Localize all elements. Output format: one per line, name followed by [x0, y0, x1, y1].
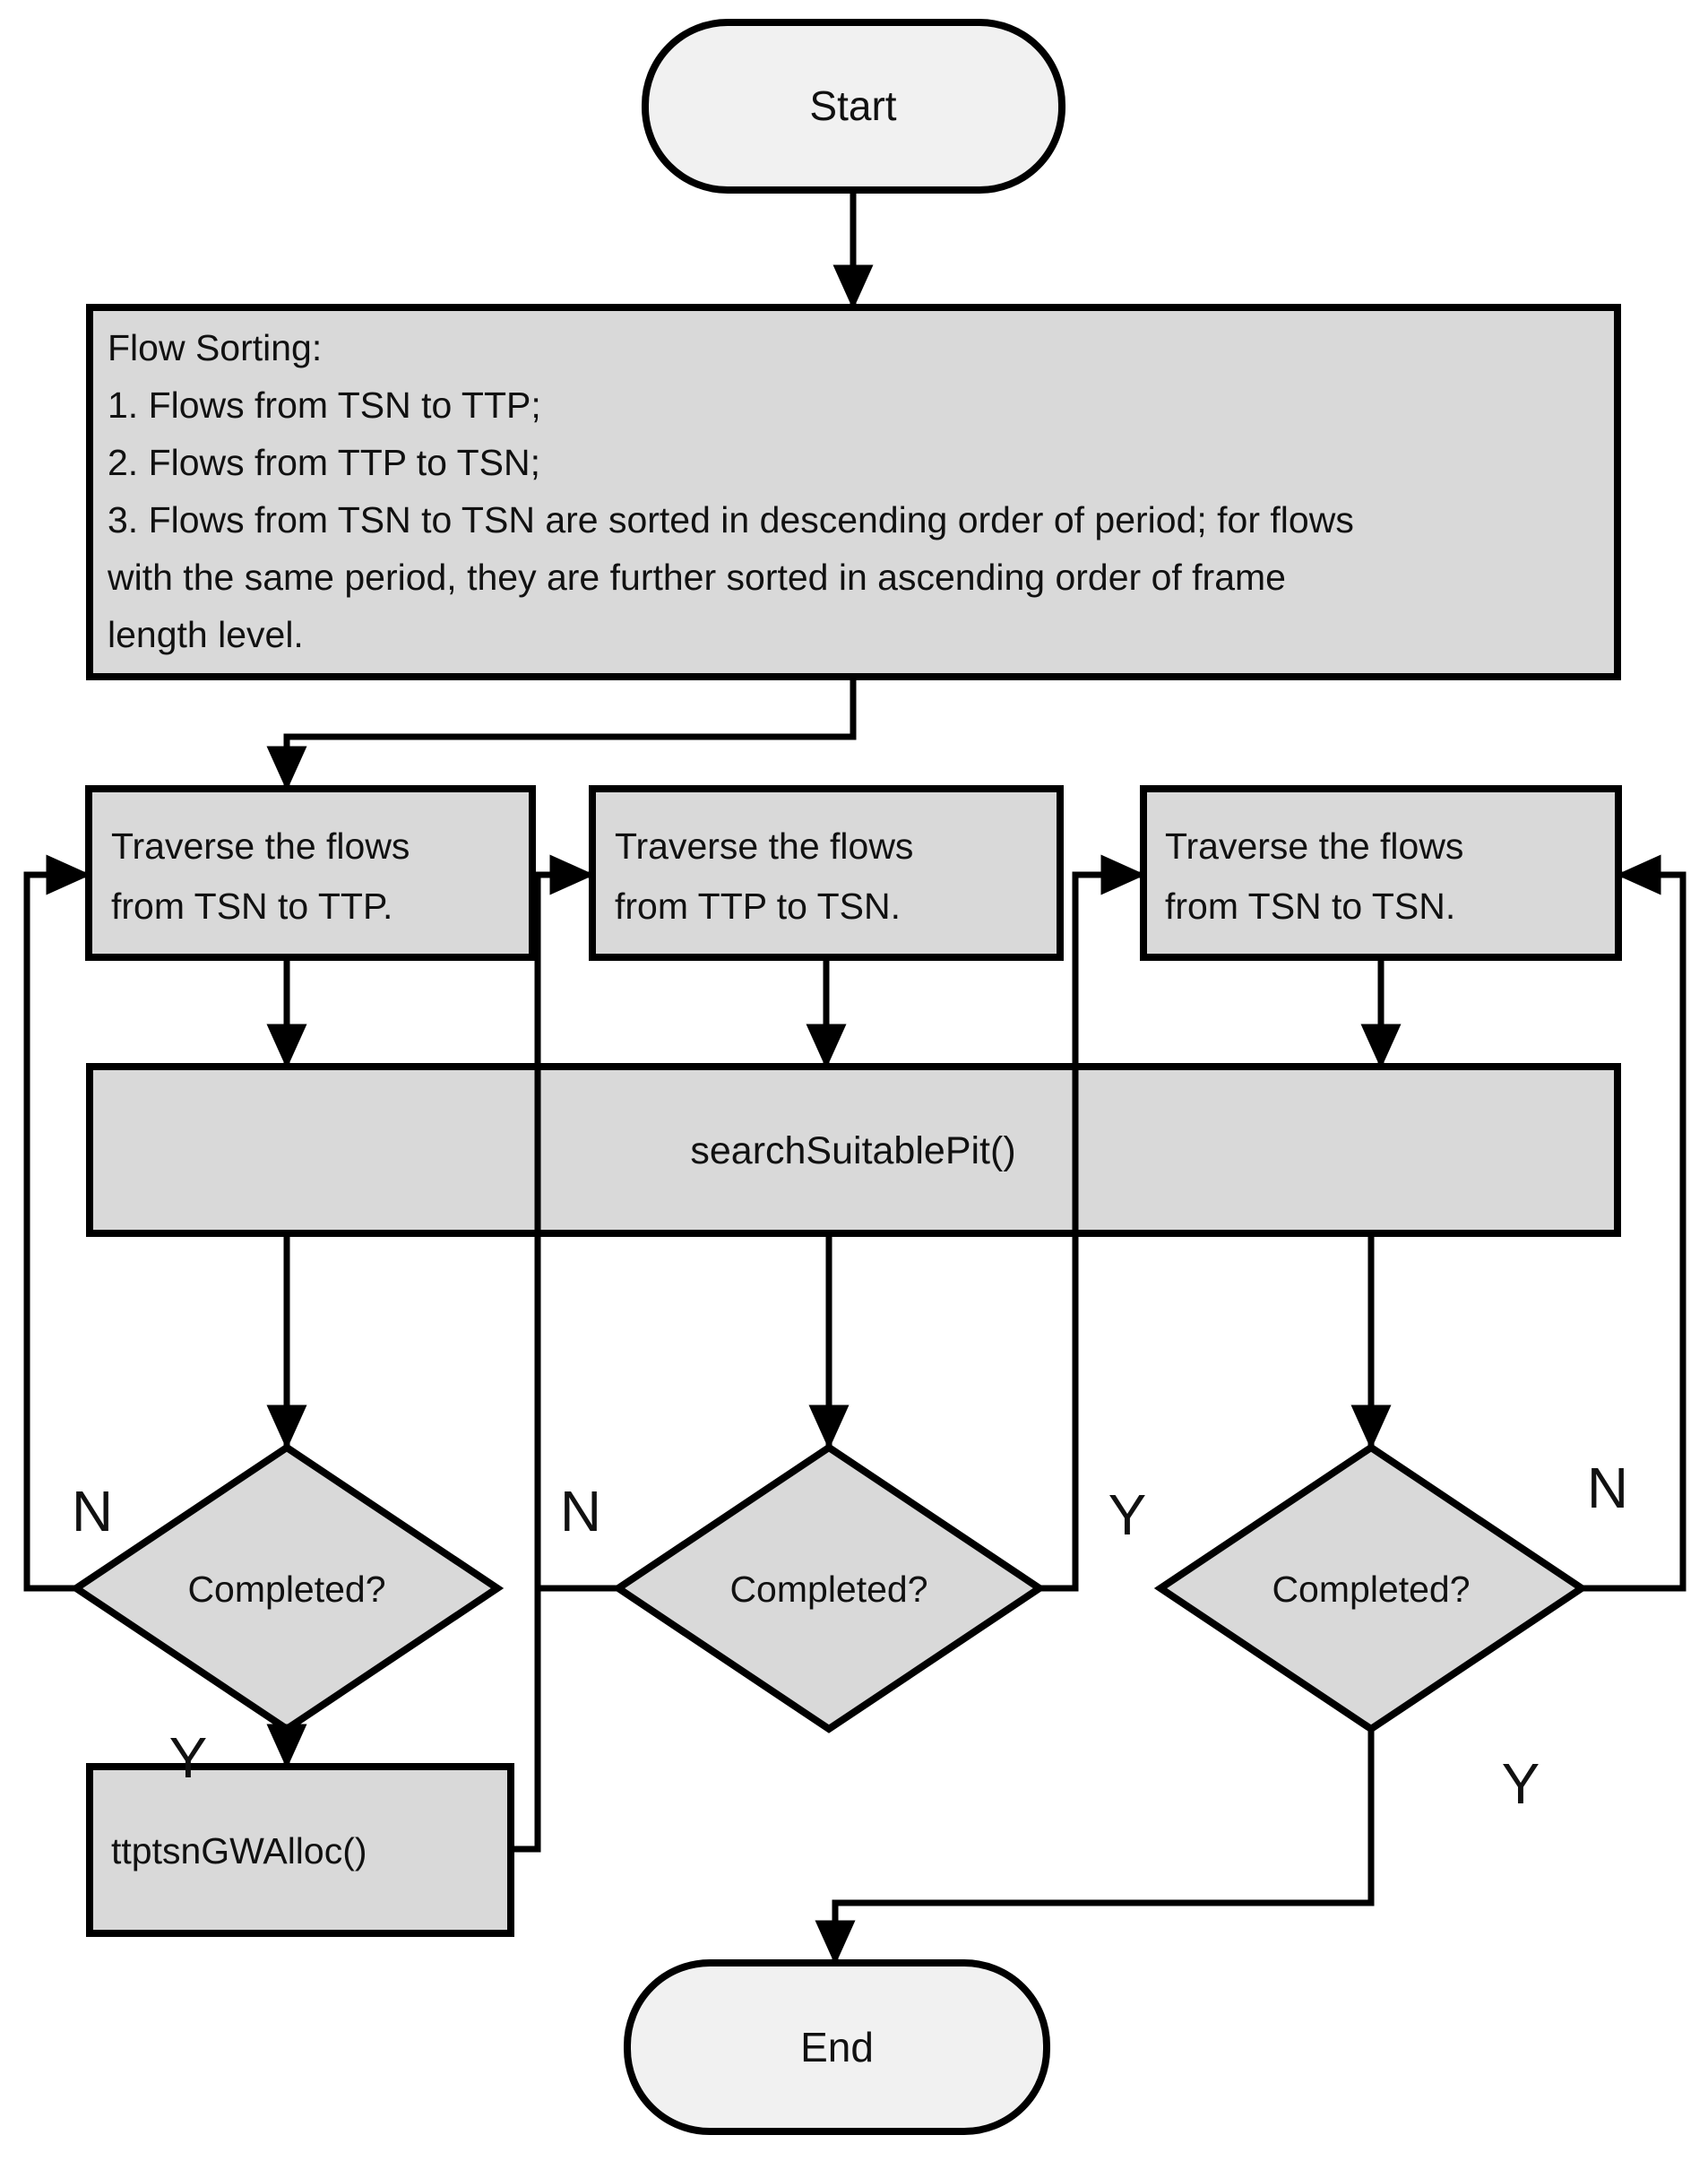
completed-decision-2 [611, 1443, 1047, 1733]
edge-completed-1-no-loop [23, 854, 91, 1592]
traverse-tsn-tsn-line-1: Traverse the flows [1165, 826, 1463, 867]
decision-2-no-label: N [560, 1479, 601, 1543]
flow-sorting-line-1: Flow Sorting: [108, 327, 322, 368]
decision-1-no-label: N [72, 1479, 113, 1543]
edge-gw-alloc-to-traverse-ttp-tsn [511, 854, 595, 1853]
traverse-tsn-tsn-line-2: from TSN to TSN. [1165, 886, 1455, 927]
completed-1-label: Completed? [187, 1569, 385, 1610]
start-label: Start [809, 82, 896, 129]
completed-3-label: Completed? [1272, 1569, 1470, 1610]
traverse-tsn-ttp-line-2: from TSN to TTP. [111, 886, 392, 927]
completed-2-label: Completed? [729, 1569, 927, 1610]
decision-3-no-label: N [1587, 1456, 1628, 1520]
edge-completed-3-yes-to-end [815, 1729, 1375, 1966]
edge-completed-3-no-loop [1582, 854, 1686, 1592]
flow-sorting-line-5: with the same period, they are further s… [107, 557, 1286, 598]
ttptsn-gw-alloc-label: ttptsnGWAlloc() [111, 1830, 367, 1871]
traverse-tsn-tsn-process [1140, 785, 1622, 961]
traverse-tsn-ttp-line-1: Traverse the flows [111, 826, 410, 867]
flow-sorting-line-3: 2. Flows from TTP to TSN; [108, 442, 540, 483]
traverse-ttp-tsn-line-1: Traverse the flows [615, 826, 913, 867]
traverse-ttp-tsn-process [589, 785, 1064, 961]
search-suitable-pit-process [86, 1063, 1621, 1237]
flow-sorting-line-6: length level. [108, 614, 304, 655]
flow-sorting-line-4: 3. Flows from TSN to TSN are sorted in d… [108, 499, 1354, 540]
edge-flow-sorting-to-traverse-tsn-ttp [266, 677, 857, 791]
traverse-tsn-ttp-process [85, 785, 536, 961]
flow-sorting-line-2: 1. Flows from TSN to TTP; [108, 385, 541, 426]
end-label: End [800, 2024, 874, 2070]
search-suitable-pit-label: searchSuitablePit() [690, 1129, 1015, 1172]
edge-completed-2-yes-to-traverse-tsn-tsn [1039, 854, 1146, 1592]
decision-1-yes-label: Y [169, 1725, 208, 1790]
traverse-ttp-tsn-line-2: from TTP to TSN. [615, 886, 901, 927]
decision-3-yes-label: Y [1502, 1751, 1540, 1816]
decision-2-yes-label: Y [1108, 1482, 1147, 1547]
flow-sorting-process [86, 304, 1621, 680]
